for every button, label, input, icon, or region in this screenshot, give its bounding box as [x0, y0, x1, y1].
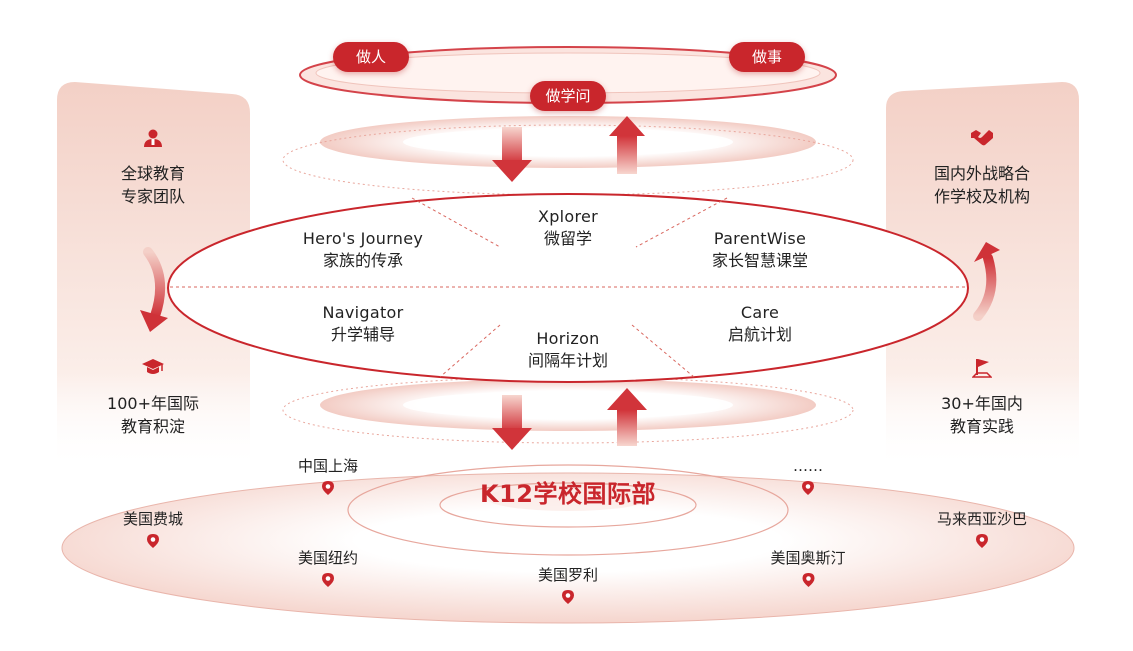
left-curved-arrow: [140, 247, 168, 332]
location-pin-icon: [802, 481, 814, 495]
location-label: 美国罗利: [537, 566, 599, 584]
location-pin-icon: [561, 590, 574, 604]
arrow-up-top: [609, 116, 645, 174]
program-heros-journey-zh: 家族的传承: [322, 251, 403, 270]
right-curved-arrow: [973, 242, 1000, 321]
location-item: 美国纽约: [298, 548, 358, 588]
right-panel: [886, 82, 1079, 470]
left-bottom-text: 100+年国际 教育积淀: [107, 394, 199, 436]
program-navigator-zh: 升学辅导: [330, 325, 395, 344]
program-xplorer: Xplorer 微留学: [538, 206, 598, 250]
base-disc: [62, 473, 1074, 623]
location-item: 马来西亚沙巴: [937, 509, 1027, 549]
location-label: ……: [793, 457, 823, 475]
left-top-text: 全球教育 专家团队: [120, 164, 186, 206]
left-panel: [57, 82, 250, 470]
program-horizon: Horizon 间隔年计划: [528, 328, 608, 372]
program-care: Care 启航计划: [728, 302, 792, 346]
location-label: 美国纽约: [297, 549, 359, 567]
location-label: 美国奥斯汀: [770, 549, 846, 567]
program-navigator: Navigator 升学辅导: [323, 302, 404, 346]
location-item: 美国罗利: [538, 565, 598, 605]
program-parentwise: ParentWise 家长智慧课堂: [712, 228, 808, 272]
program-xplorer-zh: 微留学: [543, 229, 593, 248]
location-label: 马来西亚沙巴: [936, 510, 1028, 528]
program-parentwise-en: ParentWise: [713, 229, 807, 248]
location-pin-icon: [321, 481, 334, 495]
location-item: 中国上海: [298, 456, 358, 496]
location-label: 美国费城: [122, 510, 184, 528]
location-pin-icon: [146, 534, 159, 548]
program-horizon-en: Horizon: [536, 329, 600, 348]
program-navigator-en: Navigator: [322, 303, 404, 322]
location-item: ……: [793, 456, 823, 496]
program-horizon-zh: 间隔年计划: [527, 351, 609, 370]
graduation-cap-icon: [142, 359, 164, 374]
arrow-up-bottom: [607, 388, 647, 446]
expert-person-icon: [144, 129, 162, 147]
pill-zuoren: 做人: [333, 42, 409, 72]
program-xplorer-en: Xplorer: [537, 207, 599, 226]
program-care-zh: 启航计划: [727, 325, 793, 344]
arrow-down-bottom: [492, 395, 532, 450]
program-heros-journey: Hero's Journey 家族的传承: [303, 228, 423, 272]
program-care-en: Care: [740, 303, 780, 322]
location-pin-icon: [321, 573, 334, 587]
location-pin-icon: [975, 534, 988, 548]
right-bottom-text: 30+年国内 教育实践: [941, 394, 1023, 436]
arrow-down-top: [492, 127, 532, 182]
pill-zuoshi: 做事: [729, 42, 805, 72]
program-heros-journey-en: Hero's Journey: [302, 229, 424, 248]
handshake-icon: [971, 130, 993, 146]
program-ellipse: [167, 193, 969, 383]
pill-zuoxuewen: 做学问: [530, 81, 606, 111]
program-parentwise-zh: 家长智慧课堂: [711, 251, 809, 270]
right-top-text: 国内外战略合 作学校及机构: [933, 164, 1031, 206]
location-label: 中国上海: [297, 457, 359, 475]
location-pin-icon: [801, 573, 814, 587]
flag-icon: [972, 359, 992, 378]
k12-label: K12学校国际部: [480, 480, 656, 508]
location-item: 美国费城: [123, 509, 183, 549]
location-item: 美国奥斯汀: [770, 548, 846, 588]
